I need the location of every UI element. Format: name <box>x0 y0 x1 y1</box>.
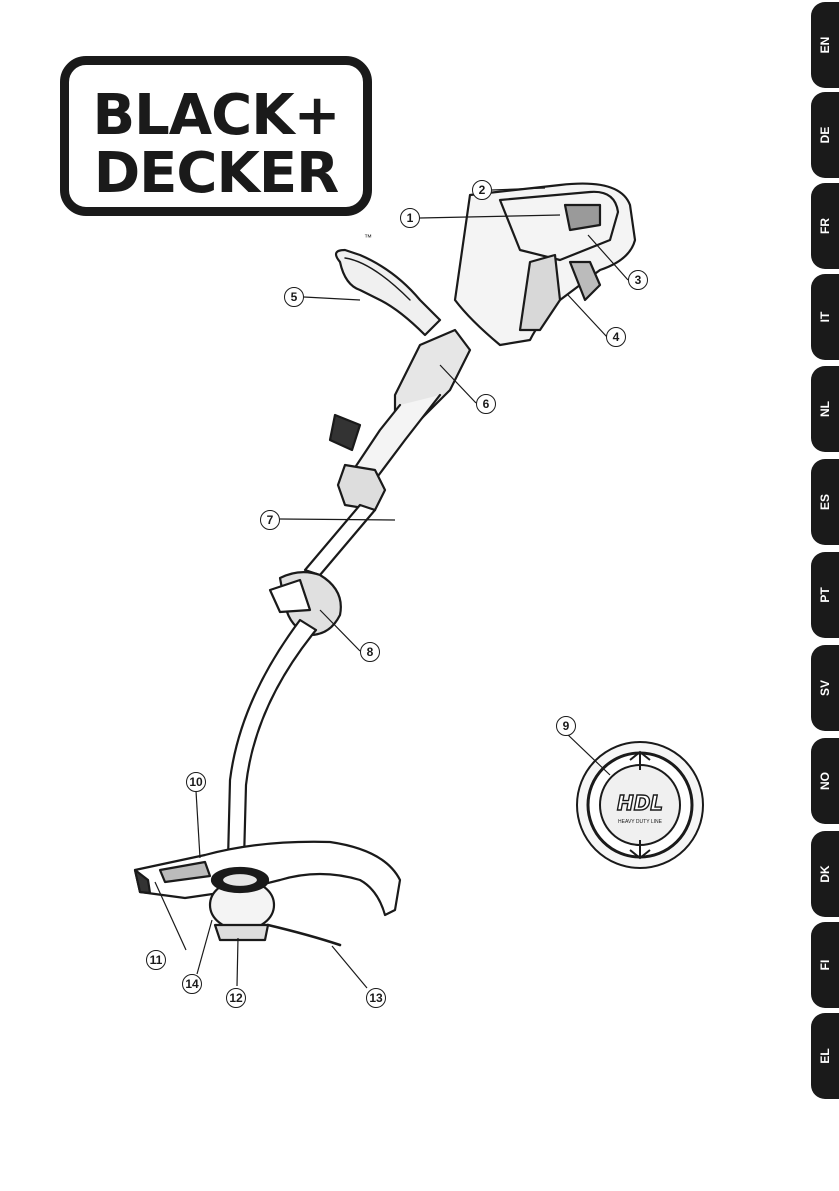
tab-label: EN <box>818 37 832 54</box>
callout-12: 12 <box>226 988 246 1008</box>
callout-9: 9 <box>556 716 576 736</box>
lower-shaft <box>305 505 375 575</box>
callout-11: 11 <box>146 950 166 970</box>
tab-label: NL <box>818 401 832 417</box>
tab-language-en[interactable]: EN <box>811 2 839 88</box>
tab-label: SV <box>818 680 832 696</box>
tab-label: IT <box>818 312 832 323</box>
tab-language-fi[interactable]: FI <box>811 922 839 1008</box>
callout-1: 1 <box>400 208 420 228</box>
tab-label: DE <box>818 127 832 144</box>
tab-language-no[interactable]: NO <box>811 738 839 824</box>
callout-14: 14 <box>182 974 202 994</box>
tab-label: DK <box>818 865 832 882</box>
tab-language-it[interactable]: IT <box>811 274 839 360</box>
tab-label: FI <box>818 960 832 971</box>
callout-8: 8 <box>360 642 380 662</box>
tab-label: EL <box>818 1048 832 1063</box>
callout-10: 10 <box>186 772 206 792</box>
tab-language-sv[interactable]: SV <box>811 645 839 731</box>
callout-13: 13 <box>366 988 386 1008</box>
auxiliary-handle <box>336 250 440 335</box>
tab-label: FR <box>818 218 832 234</box>
language-tabs: EN DE FR IT NL ES PT SV NO DK FI EL <box>811 0 839 1191</box>
tab-language-fr[interactable]: FR <box>811 183 839 269</box>
tab-label: PT <box>818 587 832 602</box>
callout-3: 3 <box>628 270 648 290</box>
callout-5: 5 <box>284 287 304 307</box>
callout-6: 6 <box>476 394 496 414</box>
tab-language-dk[interactable]: DK <box>811 831 839 917</box>
curved-shaft <box>228 620 316 860</box>
spool-cap-brand: HDL <box>617 791 663 815</box>
callout-4: 4 <box>606 327 626 347</box>
tab-label: ES <box>818 494 832 510</box>
spool-cap-subtitle: HEAVY DUTY LINE <box>618 819 663 825</box>
tab-language-pt[interactable]: PT <box>811 552 839 638</box>
tab-label: NO <box>818 772 832 790</box>
cutting-line <box>268 925 340 945</box>
tab-language-es[interactable]: ES <box>811 459 839 545</box>
callout-7: 7 <box>260 510 280 530</box>
callout-2: 2 <box>472 180 492 200</box>
tab-language-el[interactable]: EL <box>811 1013 839 1099</box>
tab-language-de[interactable]: DE <box>811 92 839 178</box>
tab-language-nl[interactable]: NL <box>811 366 839 452</box>
